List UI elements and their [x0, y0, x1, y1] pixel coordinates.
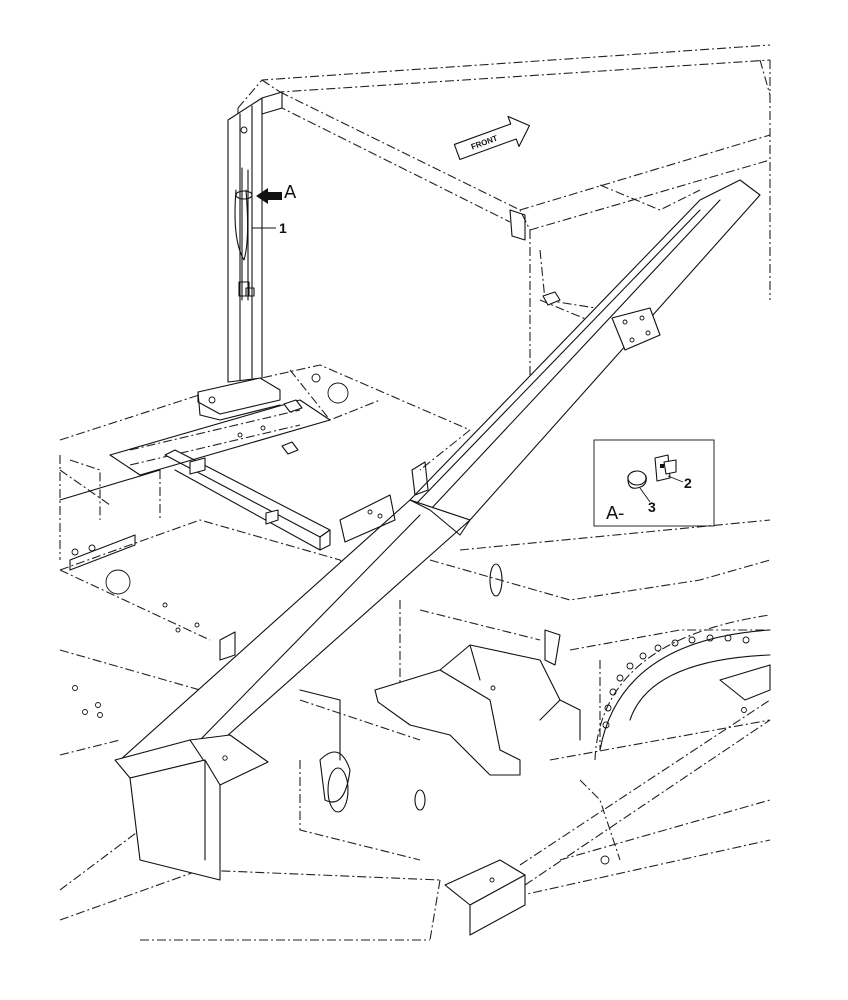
view-arrow-a: A	[256, 182, 297, 204]
rear-bracket	[444, 699, 771, 936]
callout-1: 1	[252, 220, 287, 236]
callout-2-label: 2	[684, 475, 692, 491]
vertical-post	[197, 91, 661, 421]
front-bracket	[114, 734, 269, 881]
callout-1-label: 1	[279, 220, 287, 236]
cross-members	[109, 373, 429, 551]
band-part	[627, 470, 647, 486]
view-arrow-label: A	[284, 182, 297, 203]
left-deck	[59, 469, 236, 718]
ring-bolt-holes	[602, 634, 750, 729]
antenna-cable-assembly	[234, 167, 255, 301]
detail-view-a: 2 3 A-	[593, 439, 715, 527]
callout-3-label: 3	[648, 499, 656, 515]
detail-view-label: A-	[606, 503, 624, 524]
swing-ring	[594, 614, 771, 865]
center-box	[299, 563, 581, 813]
main-beam	[119, 179, 761, 761]
clip-part	[654, 454, 677, 482]
frame-outline-phantom	[59, 44, 771, 941]
front-direction-arrow: FRONT	[453, 115, 531, 161]
